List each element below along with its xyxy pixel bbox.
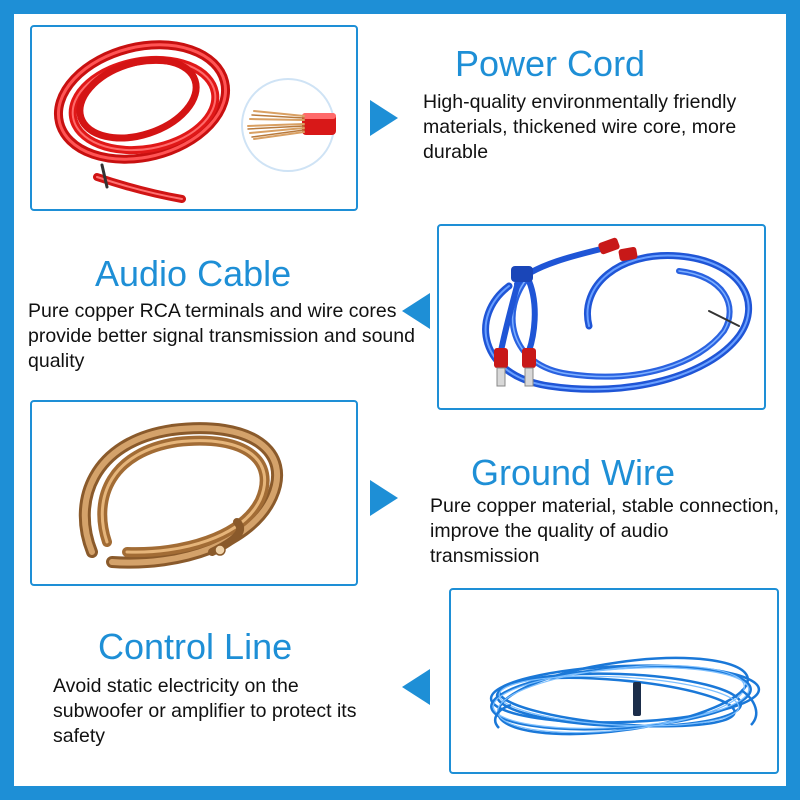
product-feature-page: Power Cord High-quality environmentally … (14, 14, 786, 786)
control-line-image-frame (449, 588, 779, 774)
arrow-left-icon (402, 669, 430, 705)
blue-control-wire-coil-icon (489, 656, 761, 736)
copper-ground-wire-coil-icon (78, 422, 283, 569)
audio-cable-image-frame (437, 224, 766, 410)
power-cord-description: High-quality environmentally friendly ma… (423, 91, 737, 163)
blue-rca-cable-icon (482, 237, 753, 393)
ground-wire-image-frame (30, 400, 358, 586)
red-power-cable-coil-icon (53, 40, 336, 203)
ground-wire-title: Ground Wire (471, 452, 676, 493)
ground-wire-description: Pure copper material, stable connection,… (430, 495, 780, 567)
arrow-right-icon (370, 480, 398, 516)
control-line-description: Avoid static electricity on the subwoofe… (53, 675, 357, 747)
audio-cable-title: Audio Cable (95, 253, 292, 294)
power-cord-image-frame (30, 25, 358, 211)
arrow-right-icon (370, 100, 398, 136)
power-cord-title: Power Cord (455, 43, 646, 84)
audio-cable-description: Pure copper RCA terminals and wire cores… (28, 300, 415, 372)
arrow-left-icon (402, 293, 430, 329)
control-line-title: Control Line (98, 626, 293, 667)
